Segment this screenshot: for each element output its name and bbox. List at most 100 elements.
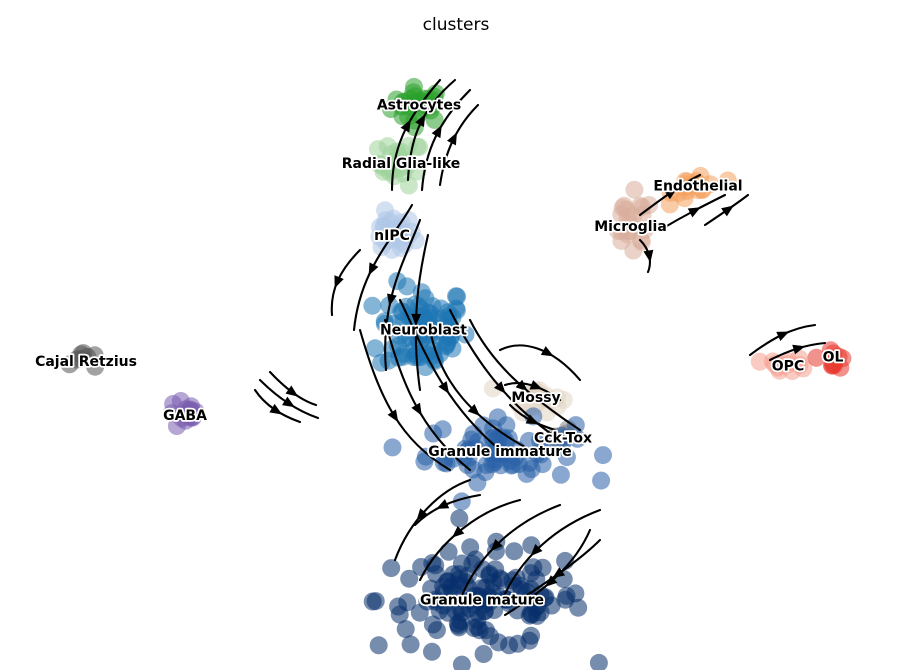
streamline-arrowhead [530,544,543,557]
point-granule-immature [592,471,611,490]
streamline [438,103,480,187]
point-granule-mature [533,558,552,577]
point-granule-mature [481,627,499,646]
streamline-arrowhead [368,262,379,276]
streamline-arrowhead [467,404,480,416]
point-microglia [618,225,637,244]
point-granule-mature [450,509,469,528]
point-granule-mature [396,620,415,639]
cluster-label-opc: OPC [772,359,804,375]
point-microglia [625,180,644,199]
streamline [458,503,562,602]
streamline [498,508,602,607]
point-microglia [631,196,650,215]
cluster-label-astrocytes: Astrocytes [377,98,461,114]
point-astrocytes [425,110,444,129]
streamline [414,233,430,392]
point-neuroblast [366,339,385,358]
streamline-arrowhead [411,313,422,326]
streamline-arrowhead [334,275,344,289]
point-granule-immature [556,429,575,448]
streamline-arrowhead [416,508,428,521]
streamline [398,298,502,452]
point-granule-mature [382,559,401,578]
point-radial-glia-like [369,140,387,159]
point-neuroblast [391,326,409,345]
point-granule-immature [383,438,402,457]
point-ol [807,348,826,367]
point-neuroblast [447,287,465,306]
streamline-arrowhead [525,414,539,425]
point-nipc [376,211,395,230]
streamline [383,318,472,472]
scatter-points [60,77,852,670]
point-microglia [613,198,632,217]
point-nipc [370,227,389,246]
streamline [406,78,457,182]
point-granule-mature [439,542,458,561]
streamline-arrowhead [447,132,457,146]
cluster-label-neuroblast: Neuroblast [380,323,467,339]
point-endothelial [718,171,737,190]
cluster-label-microglia: Microglia [594,219,667,235]
streamline-arrowhead [721,205,734,217]
streamline [748,323,817,357]
point-granule-mature [426,590,445,609]
point-granule-mature [423,642,441,661]
point-granule-mature [472,579,491,598]
point-granule-immature [458,456,477,474]
streamline-arrowhead [515,379,528,392]
point-granule-mature [520,631,539,650]
streamline-arrowhead [411,402,422,416]
streamline-arrowhead [415,114,426,128]
cluster-label-granule-immature: Granule immature [428,444,571,460]
chart-title: clusters [423,15,490,35]
point-astrocytes [393,107,412,126]
point-granule-mature [439,603,457,622]
streamline-arrowhead [552,567,566,579]
streamline [384,218,422,372]
streamline-arrowhead [493,381,506,394]
point-granule-mature [473,560,492,579]
streamline-arrowhead [643,249,654,263]
point-granule-mature [500,594,519,613]
point-granule-immature [476,463,495,482]
streamline-arrowhead [529,380,543,390]
point-granule-mature [452,655,471,670]
cluster-label-cajal-retzius: Cajal Retzius [35,354,137,370]
point-neuroblast [438,328,457,347]
point-nipc [406,231,425,250]
point-granule-mature [505,542,524,561]
point-granule-mature [500,636,519,655]
streamline-arrowhead [285,385,299,397]
point-radial-glia-like [408,162,427,181]
streamline-arrowhead [687,207,701,218]
streamline-arrowhead [431,125,442,139]
streamline-arrowhead [436,499,450,509]
streamline [428,328,542,457]
point-granule-mature [401,635,420,654]
streamline-arrowhead [664,188,678,200]
point-cajal-retzius [67,350,86,369]
point-granule-mature [390,605,409,624]
streamline [393,478,472,562]
streamline [390,78,442,192]
point-mossy [537,386,556,405]
point-granule-immature [436,448,454,467]
point-granule-mature [526,599,545,618]
velocity-streamlines [253,78,827,617]
point-endothelial [675,189,694,208]
point-granule-immature [459,441,478,460]
point-granule-immature [433,420,452,439]
point-granule-mature [569,598,588,617]
point-granule-immature [464,425,483,443]
point-granule-mature [423,615,442,634]
point-astrocytes [405,77,423,96]
point-ol [825,356,843,375]
point-granule-mature [566,584,585,603]
point-radial-glia-like [410,138,429,157]
streamline [503,528,592,617]
streamline-arrowhead [792,344,806,355]
point-granule-mature [450,618,468,637]
streamline-arrowhead [545,575,558,587]
